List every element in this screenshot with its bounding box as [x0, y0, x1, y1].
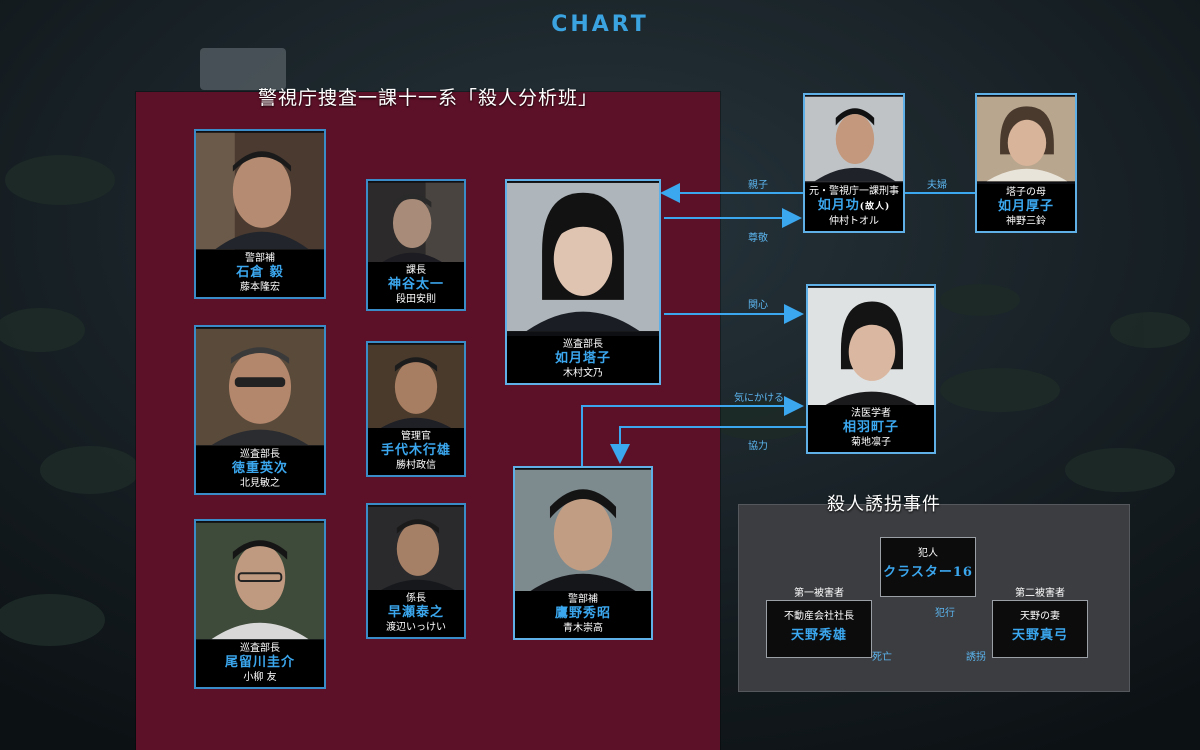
label-fuufu: 夫婦 — [927, 180, 947, 191]
actor-ishikura: 藤本隆宏 — [240, 282, 280, 293]
portrait-isao — [805, 96, 903, 182]
victim2-name: 天野真弓 — [1011, 628, 1068, 643]
name-teshirogi: 手代木行雄 — [380, 443, 451, 458]
card-takano[interactable]: 警部補 鷹野秀昭 青木崇高 — [513, 466, 653, 640]
victim2-role: 天野の妻 — [1020, 611, 1060, 622]
role-hayase: 係長 — [406, 593, 426, 604]
card-kamiya[interactable]: 課長 神谷太一 段田安則 — [366, 179, 466, 311]
card-ishikura[interactable]: 警部補 石倉 毅 藤本隆宏 — [194, 129, 326, 299]
label-kyouryoku: 協力 — [748, 441, 768, 452]
card-atsuko[interactable]: 塔子の母 如月厚子 神野三鈴 — [975, 93, 1077, 233]
label-hankou: 犯行 — [935, 608, 955, 619]
victim2-label: 第二被害者 — [1015, 588, 1065, 599]
culprit-role: 犯人 — [918, 548, 938, 559]
case-title: 殺人誘拐事件 — [827, 494, 941, 515]
role-ishikura: 警部補 — [245, 253, 275, 264]
card-toko[interactable]: 巡査部長 如月塔子 木村文乃 — [505, 179, 661, 385]
card-hayase[interactable]: 係長 早瀬泰之 渡辺いっけい — [366, 503, 466, 639]
name-isao-line: 如月功(故人) — [805, 198, 903, 215]
portrait-aiba — [808, 287, 934, 407]
victim1-role: 不動産会社社長 — [784, 611, 854, 622]
card-victim1[interactable]: 不動産会社社長 天野秀雄 — [766, 600, 872, 658]
chart-heading: CHART — [551, 12, 649, 37]
label-yuukai: 誘拐 — [966, 652, 986, 663]
name-takano: 鷹野秀昭 — [554, 606, 611, 621]
actor-aiba: 菊地凛子 — [851, 437, 891, 448]
name-otomegawa: 尾留川圭介 — [224, 655, 295, 670]
portrait-kamiya — [368, 182, 464, 266]
name-toko: 如月塔子 — [554, 351, 611, 366]
label-kinikakeru: 気にかける — [734, 393, 784, 404]
case-panel — [738, 504, 1130, 692]
role-tokushige: 巡査部長 — [240, 449, 280, 460]
actor-atsuko: 神野三鈴 — [1006, 216, 1046, 227]
portrait-atsuko — [977, 96, 1075, 182]
portrait-tokushige — [196, 328, 324, 446]
portrait-hayase — [368, 506, 464, 594]
actor-otomegawa: 小柳 友 — [243, 672, 277, 683]
name-ishikura: 石倉 毅 — [236, 265, 284, 280]
portrait-otomegawa — [196, 522, 324, 640]
culprit-name: クラスター16 — [883, 565, 973, 580]
card-otomegawa[interactable]: 巡査部長 尾留川圭介 小柳 友 — [194, 519, 326, 689]
actor-kamiya: 段田安則 — [396, 294, 436, 305]
card-aiba[interactable]: 法医学者 相羽町子 菊地凛子 — [806, 284, 936, 454]
role-takano: 警部補 — [568, 594, 598, 605]
victim1-label: 第一被害者 — [794, 588, 844, 599]
actor-hayase: 渡辺いっけい — [386, 622, 446, 633]
actor-toko: 木村文乃 — [563, 368, 603, 379]
portrait-ishikura — [196, 132, 324, 250]
role-kamiya: 課長 — [406, 265, 426, 276]
card-culprit[interactable]: 犯人 クラスター16 — [880, 537, 976, 597]
name-atsuko: 如月厚子 — [997, 199, 1054, 214]
actor-teshirogi: 勝村政信 — [396, 460, 436, 471]
role-isao: 元・警視庁一課刑事 — [809, 186, 899, 197]
portrait-toko — [507, 182, 659, 332]
victim1-name: 天野秀雄 — [790, 628, 847, 643]
label-kanshin: 関心 — [748, 300, 768, 311]
role-otomegawa: 巡査部長 — [240, 643, 280, 654]
card-isao[interactable]: 元・警視庁一課刑事 如月功(故人) 仲村トオル — [803, 93, 905, 233]
card-victim2[interactable]: 天野の妻 天野真弓 — [992, 600, 1088, 658]
role-toko: 巡査部長 — [563, 339, 603, 350]
role-aiba: 法医学者 — [851, 408, 891, 419]
name-kamiya: 神谷太一 — [387, 277, 444, 292]
label-sonkei: 尊敬 — [748, 233, 768, 244]
portrait-teshirogi — [368, 344, 464, 432]
label-oyako: 親子 — [748, 180, 768, 191]
role-atsuko: 塔子の母 — [1006, 187, 1046, 198]
team-title: 警視庁捜査一課十一系「殺人分析班」 — [257, 87, 598, 109]
role-teshirogi: 管理官 — [401, 431, 431, 442]
actor-takano: 青木崇高 — [563, 623, 603, 634]
actor-isao: 仲村トオル — [829, 216, 879, 227]
name-note-isao: (故人) — [859, 202, 891, 212]
name-aiba: 相羽町子 — [842, 420, 899, 435]
actor-tokushige: 北見敏之 — [240, 478, 280, 489]
name-tokushige: 徳重英次 — [231, 461, 288, 476]
label-shibou: 死亡 — [872, 652, 892, 663]
portrait-takano — [515, 469, 651, 593]
name-hayase: 早瀬泰之 — [387, 605, 444, 620]
name-isao: 如月功 — [817, 198, 860, 213]
card-tokushige[interactable]: 巡査部長 徳重英次 北見敏之 — [194, 325, 326, 495]
card-teshirogi[interactable]: 管理官 手代木行雄 勝村政信 — [366, 341, 466, 477]
